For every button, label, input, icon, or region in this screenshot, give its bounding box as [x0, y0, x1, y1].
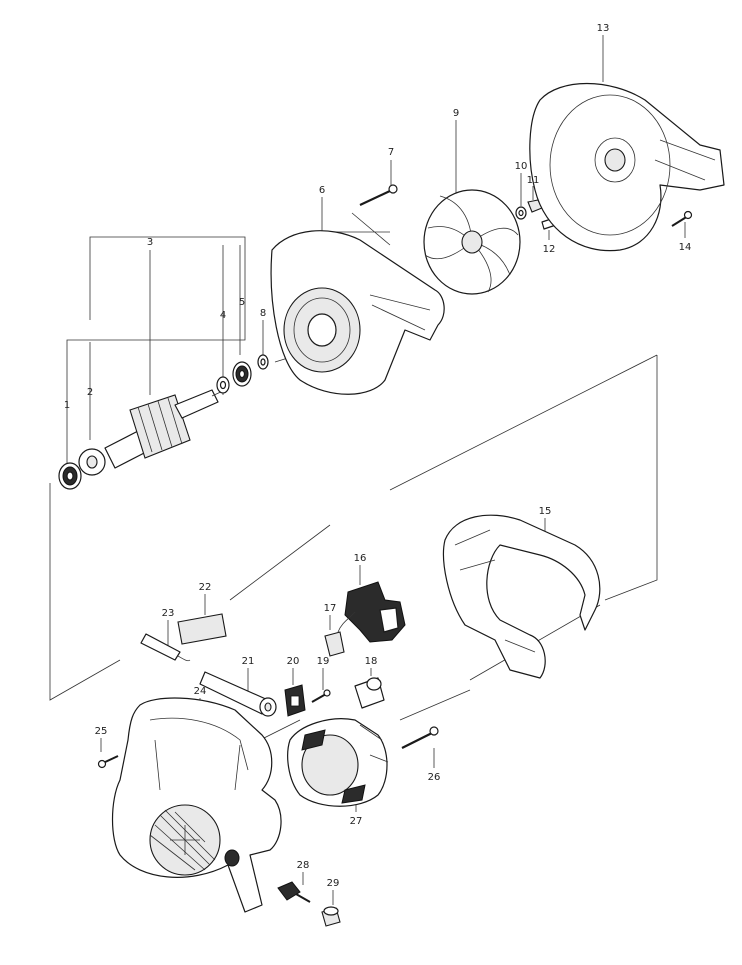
part-6-fan-housing: [270, 230, 445, 395]
callout-11: 11: [527, 175, 540, 186]
callout-9: 9: [453, 108, 459, 119]
callout-12: 12: [543, 244, 556, 255]
part-9-fan: [423, 189, 521, 295]
callout-8: 8: [260, 308, 266, 319]
part-7-screw: [359, 184, 398, 206]
callout-14: 14: [679, 242, 692, 253]
part-1-bearing: [58, 462, 82, 490]
callout-5: 5: [239, 297, 245, 308]
part-24-handle-housing: [111, 697, 282, 913]
part-3-armature: [104, 389, 226, 469]
part-2-washer: [78, 448, 106, 476]
callout-1: 1: [64, 400, 70, 411]
callout-6: 6: [319, 185, 325, 196]
callout-24: 24: [194, 686, 207, 697]
part-29-cap: [321, 906, 341, 927]
part-23-noise-suppressor: [140, 633, 191, 662]
callout-16: 16: [354, 553, 367, 564]
callout-22: 22: [199, 582, 212, 593]
part-20-clamp: [284, 684, 306, 717]
callout-7: 7: [388, 147, 394, 158]
part-26-screw: [401, 726, 439, 749]
part-5-bearing: [232, 361, 252, 387]
part-16-switch: [344, 581, 406, 643]
callout-26: 26: [428, 772, 441, 783]
part-25-screw: [97, 755, 119, 769]
callout-19: 19: [317, 656, 330, 667]
part-18-sleeve: [354, 677, 385, 709]
callout-4: 4: [220, 310, 226, 321]
callout-17: 17: [324, 603, 337, 614]
part-21-tube: [199, 671, 277, 717]
part-10-washer: [515, 206, 527, 220]
callout-29: 29: [327, 878, 340, 889]
part-17-brush: [324, 611, 356, 657]
part-19-screw: [311, 689, 331, 703]
callout-3: 3: [147, 237, 153, 248]
part-15-housing-half: [442, 514, 601, 679]
part-14-screw: [671, 210, 693, 227]
callout-labels: 1 2 3 4 5 6 7 8 9 10 11 12 13 14 15 16 1…: [64, 23, 692, 889]
part-4-washer: [216, 376, 230, 394]
callout-10: 10: [515, 161, 528, 172]
callout-18: 18: [365, 656, 378, 667]
callout-28: 28: [297, 860, 310, 871]
callout-25: 25: [95, 726, 108, 737]
part-13-blower-cover: [529, 82, 725, 252]
callout-23: 23: [162, 608, 175, 619]
callout-20: 20: [287, 656, 300, 667]
callout-27: 27: [350, 816, 363, 827]
part-28-lever: [277, 881, 311, 903]
part-22-pad: [177, 613, 227, 645]
part-27-field: [287, 718, 389, 807]
part-8-ring: [257, 354, 269, 370]
callout-15: 15: [539, 506, 552, 517]
callout-13: 13: [597, 23, 610, 34]
callout-2: 2: [87, 387, 93, 398]
leader-lines: [49, 35, 686, 905]
callout-21: 21: [242, 656, 255, 667]
